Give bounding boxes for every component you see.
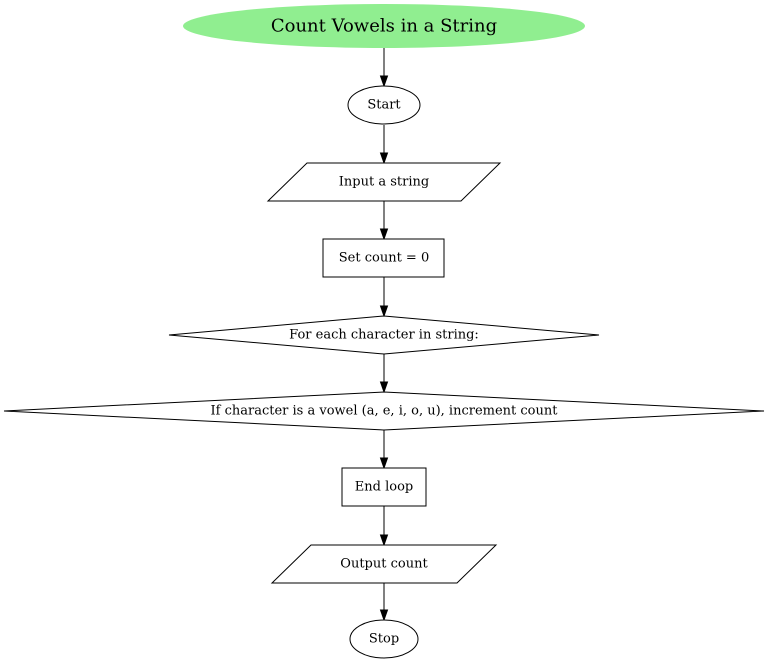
edge-check-to-endloop — [379, 430, 389, 470]
edges — [379, 48, 389, 622]
node-input-label: Input a string — [339, 175, 429, 190]
edge-loop-to-check — [379, 354, 389, 394]
edge-output-to-stop — [379, 583, 389, 622]
node-input: Input a string — [266, 162, 502, 202]
title-ellipse — [183, 4, 585, 48]
diagram-title: Count Vowels in a String — [271, 16, 497, 37]
node-start: Start — [347, 85, 421, 125]
node-output-label: Output count — [340, 557, 428, 572]
edge-endloop-to-output — [379, 506, 389, 547]
edge-init-to-loop — [379, 277, 389, 318]
node-endloop-label: End loop — [355, 480, 413, 495]
node-stop: Stop — [349, 619, 419, 659]
node-init-label: Set count = 0 — [339, 251, 429, 266]
edge-input-to-init — [379, 201, 389, 241]
edge-title-to-start — [379, 48, 389, 88]
node-start-label: Start — [367, 98, 401, 113]
node-endloop: End loop — [341, 467, 427, 507]
edge-start-to-input — [379, 125, 389, 165]
node-output: Output count — [270, 544, 498, 584]
node-check-label: If character is a vowel (a, e, i, o, u),… — [211, 404, 559, 419]
title-node: Count Vowels in a String — [183, 4, 585, 48]
node-stop-label: Stop — [369, 632, 399, 647]
node-loop: For each character in string: — [168, 315, 600, 355]
node-loop-label: For each character in string: — [289, 328, 479, 343]
node-init: Set count = 0 — [322, 238, 445, 278]
node-check: If character is a vowel (a, e, i, o, u),… — [3, 391, 765, 431]
